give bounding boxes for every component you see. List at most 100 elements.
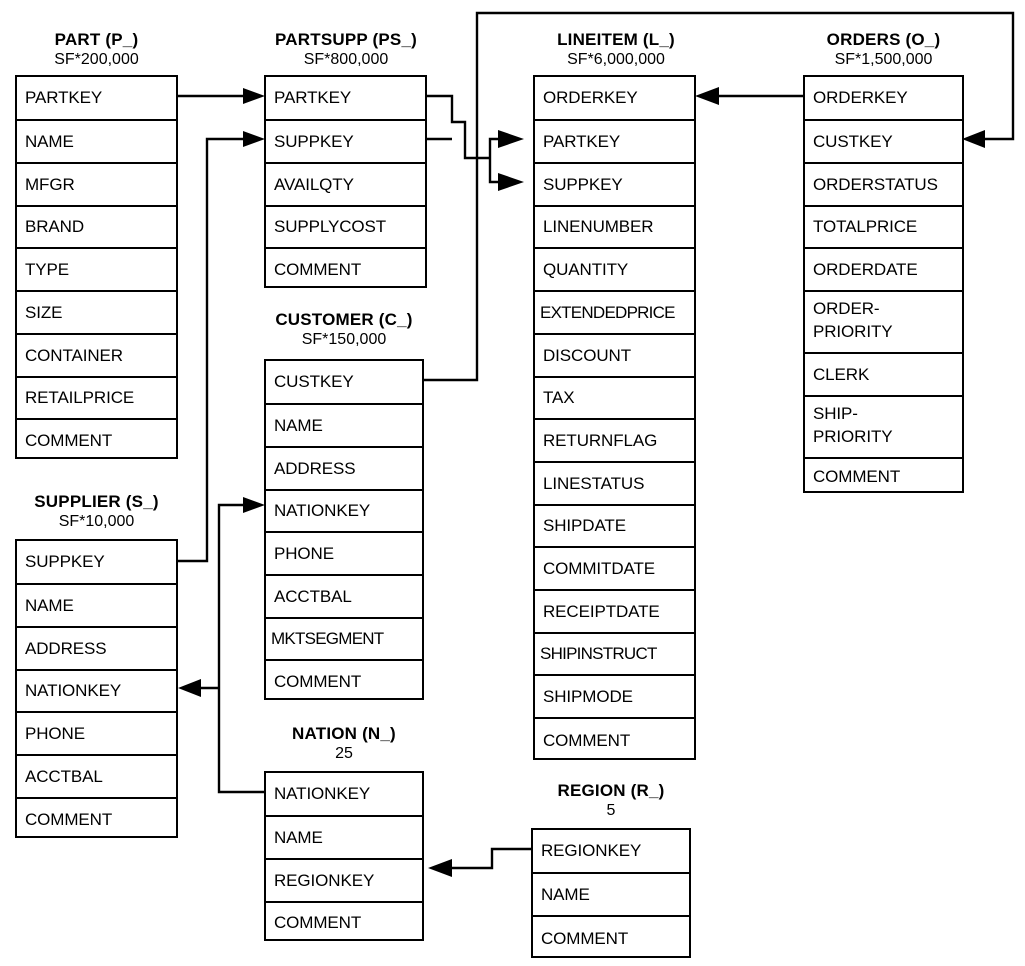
field-orders-clerk: CLERK bbox=[805, 352, 962, 395]
field-supplier-comment: COMMENT bbox=[17, 797, 176, 840]
field-lineitem-partkey: PARTKEY bbox=[535, 119, 694, 162]
field-part-brand: BRAND bbox=[17, 205, 176, 247]
field-part-partkey: PARTKEY bbox=[25, 88, 103, 107]
connector-region-nation bbox=[428, 847, 531, 877]
field-orders-totalprice: TOTALPRICE bbox=[805, 205, 962, 247]
entity-lineitem-box: ORDERKEY PARTKEY SUPPKEY LINENUMBER QUAN… bbox=[533, 75, 696, 760]
field-orders-orderpriority: ORDER- PRIORITY bbox=[805, 290, 962, 352]
entity-customer-title: CUSTOMER (C_) bbox=[275, 310, 413, 329]
field-lineitem-shipinstruct: SHIPINSTRUCT bbox=[535, 632, 694, 674]
field-supplier-suppkey: SUPPKEY bbox=[25, 552, 105, 571]
field-supplier-acctbal: ACCTBAL bbox=[17, 754, 176, 797]
field-partsupp-comment: COMMENT bbox=[266, 247, 425, 290]
entity-partsupp-title: PARTSUPP (PS_) bbox=[275, 30, 417, 49]
field-lineitem-orderkey: ORDERKEY bbox=[543, 88, 638, 107]
field-part-type: TYPE bbox=[17, 247, 176, 290]
field-customer-comment: COMMENT bbox=[266, 659, 422, 702]
entity-partsupp-box: PARTKEY SUPPKEY AVAILQTY SUPPLYCOST COMM… bbox=[264, 75, 427, 288]
field-orders-shippriority-line1: SHIP- bbox=[813, 404, 858, 423]
field-lineitem-discount: DISCOUNT bbox=[535, 333, 694, 376]
field-lineitem-shipmode: SHIPMODE bbox=[535, 674, 694, 717]
field-lineitem-shipdate: SHIPDATE bbox=[535, 504, 694, 546]
field-supplier-phone: PHONE bbox=[17, 711, 176, 754]
field-customer-name: NAME bbox=[266, 403, 422, 446]
field-nation-nationkey: NATIONKEY bbox=[274, 784, 371, 803]
entity-region-cardinality: 5 bbox=[606, 802, 616, 819]
entity-lineitem-title: LINEITEM (L_) bbox=[557, 30, 675, 49]
entity-nation-box: NATIONKEY NAME REGIONKEY COMMENT bbox=[264, 771, 424, 941]
field-lineitem-tax: TAX bbox=[535, 376, 694, 418]
field-lineitem-linestatus: LINESTATUS bbox=[535, 461, 694, 504]
entity-supplier-title: SUPPLIER (S_) bbox=[34, 492, 159, 511]
entity-lineitem: LINEITEM (L_) SF*6,000,000 bbox=[510, 30, 722, 69]
entity-region: REGION (R_) 5 bbox=[515, 781, 707, 820]
field-part-retailprice: RETAILPRICE bbox=[17, 376, 176, 418]
field-lineitem-suppkey: SUPPKEY bbox=[535, 162, 694, 205]
field-orders-orderpriority-line2: PRIORITY bbox=[813, 322, 893, 341]
entity-partsupp-cardinality: SF*800,000 bbox=[303, 51, 389, 68]
entity-orders: ORDERS (O_) SF*1,500,000 bbox=[780, 30, 987, 69]
field-nation-regionkey: REGIONKEY bbox=[266, 858, 422, 901]
entity-supplier-box: SUPPKEY NAME ADDRESS NATIONKEY PHONE ACC… bbox=[15, 539, 178, 838]
entity-region-title: REGION (R_) bbox=[557, 781, 665, 800]
entity-lineitem-cardinality: SF*6,000,000 bbox=[567, 51, 665, 68]
field-partsupp-partkey: PARTKEY bbox=[274, 88, 352, 107]
field-supplier-nationkey: NATIONKEY bbox=[17, 669, 176, 711]
field-part-mfgr: MFGR bbox=[17, 162, 176, 205]
entity-region-box: REGIONKEY NAME COMMENT bbox=[531, 828, 691, 958]
field-nation-name: NAME bbox=[266, 815, 422, 858]
field-supplier-address: ADDRESS bbox=[17, 626, 176, 669]
field-customer-acctbal: ACCTBAL bbox=[266, 574, 422, 617]
field-region-name: NAME bbox=[533, 872, 689, 915]
entity-customer-box: CUSTKEY NAME ADDRESS NATIONKEY PHONE ACC… bbox=[264, 359, 424, 700]
entity-orders-title: ORDERS (O_) bbox=[826, 30, 941, 49]
connector-partsupp-lineitem bbox=[427, 94, 524, 191]
field-partsupp-availqty: AVAILQTY bbox=[266, 162, 425, 205]
field-orders-custkey: CUSTKEY bbox=[805, 119, 962, 162]
field-orders-orderpriority-line1: ORDER- bbox=[813, 299, 880, 318]
field-lineitem-comment: COMMENT bbox=[535, 717, 694, 762]
field-part-container: CONTAINER bbox=[17, 333, 176, 376]
field-part-size: SIZE bbox=[17, 290, 176, 333]
field-part-comment: COMMENT bbox=[17, 418, 176, 461]
field-orders-orderdate: ORDERDATE bbox=[805, 247, 962, 290]
connector-part-partsupp bbox=[178, 88, 265, 104]
field-partsupp-suppkey: SUPPKEY bbox=[266, 119, 425, 162]
entity-nation-title: NATION (N_) bbox=[292, 724, 396, 743]
entity-supplier-cardinality: SF*10,000 bbox=[58, 513, 135, 530]
entity-orders-box: ORDERKEY CUSTKEY ORDERSTATUS TOTALPRICE … bbox=[803, 75, 964, 493]
entity-customer: CUSTOMER (C_) SF*150,000 bbox=[250, 310, 438, 349]
entity-part-cardinality: SF*200,000 bbox=[54, 51, 139, 68]
field-orders-orderstatus: ORDERSTATUS bbox=[805, 162, 962, 205]
entity-partsupp: PARTSUPP (PS_) SF*800,000 bbox=[250, 30, 442, 69]
field-nation-comment: COMMENT bbox=[266, 901, 422, 943]
field-customer-address: ADDRESS bbox=[266, 446, 422, 489]
field-customer-phone: PHONE bbox=[266, 531, 422, 574]
field-lineitem-commitdate: COMMITDATE bbox=[535, 546, 694, 589]
entity-part-title: PART (P_) bbox=[54, 30, 139, 49]
field-orders-orderkey: ORDERKEY bbox=[813, 88, 908, 107]
entity-part-box: PARTKEY NAME MFGR BRAND TYPE SIZE CONTAI… bbox=[15, 75, 178, 459]
field-part-name: NAME bbox=[17, 119, 176, 162]
field-region-regionkey: REGIONKEY bbox=[541, 841, 642, 860]
field-region-comment: COMMENT bbox=[533, 915, 689, 960]
entity-supplier: SUPPLIER (S_) SF*10,000 bbox=[0, 492, 193, 531]
field-supplier-name: NAME bbox=[17, 583, 176, 626]
field-orders-comment: COMMENT bbox=[805, 457, 962, 495]
field-customer-custkey: CUSTKEY bbox=[274, 372, 354, 391]
field-lineitem-returnflag: RETURNFLAG bbox=[535, 418, 694, 461]
field-orders-shippriority: SHIP- PRIORITY bbox=[805, 395, 962, 457]
entity-nation: NATION (N_) 25 bbox=[250, 724, 438, 763]
entity-customer-cardinality: SF*150,000 bbox=[301, 331, 387, 348]
field-lineitem-quantity: QUANTITY bbox=[535, 247, 694, 290]
field-lineitem-receiptdate: RECEIPTDATE bbox=[535, 589, 694, 632]
field-lineitem-extendedprice: EXTENDEDPRICE bbox=[535, 290, 694, 333]
field-orders-shippriority-line2: PRIORITY bbox=[813, 427, 893, 446]
entity-part: PART (P_) SF*200,000 bbox=[0, 30, 193, 69]
field-customer-mktsegment: MKTSEGMENT bbox=[266, 617, 422, 659]
field-customer-nationkey: NATIONKEY bbox=[266, 489, 422, 531]
entity-orders-cardinality: SF*1,500,000 bbox=[834, 51, 933, 68]
entity-nation-cardinality: 25 bbox=[335, 745, 353, 762]
field-partsupp-supplycost: SUPPLYCOST bbox=[266, 205, 425, 247]
